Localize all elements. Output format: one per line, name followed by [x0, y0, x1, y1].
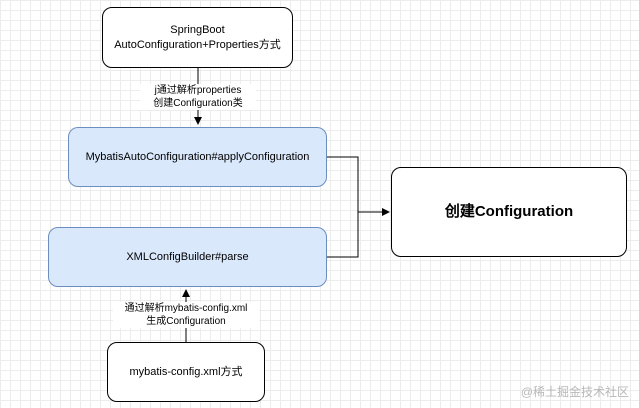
edge-xmlbuilder-to-create — [327, 212, 359, 258]
bottom-edge-label: 通过解析mybatis-config.xml 生成Configuration — [113, 302, 259, 328]
springboot-label: SpringBoot — [170, 23, 225, 36]
bottom-edge-label-line2: 生成Configuration — [146, 316, 226, 327]
mybatis-config-xml-label: mybatis-config.xml方式 — [129, 365, 243, 378]
edge-mybatisauto-to-create — [327, 156, 359, 212]
mybatis-auto-configuration-label: MybatisAutoConfiguration#applyConfigurat… — [85, 150, 310, 163]
create-configuration-node: 创建Configuration — [391, 167, 627, 257]
xml-config-builder-label: XMLConfigBuilder#parse — [126, 250, 249, 263]
springboot-autoconfig-node: SpringBoot AutoConfiguration+Properties方… — [102, 7, 293, 68]
mybatis-auto-configuration-node: MybatisAutoConfiguration#applyConfigurat… — [68, 127, 327, 187]
top-edge-label-line2: 创建Configuration类 — [153, 98, 243, 109]
watermark: @稀土掘金技术社区 — [521, 383, 629, 400]
watermark-text: @稀土掘金技术社区 — [520, 385, 629, 399]
mybatis-config-xml-node: mybatis-config.xml方式 — [107, 342, 265, 402]
xml-config-builder-node: XMLConfigBuilder#parse — [48, 227, 327, 287]
autoconfig-properties-label: AutoConfiguration+Properties方式 — [114, 38, 281, 51]
top-edge-label: j通过解析properties 创建Configuration类 — [140, 84, 256, 110]
top-edge-label-line1: j通过解析properties — [154, 85, 242, 96]
create-configuration-label: 创建Configuration — [444, 202, 574, 220]
bottom-edge-label-line1: 通过解析mybatis-config.xml — [124, 303, 248, 314]
